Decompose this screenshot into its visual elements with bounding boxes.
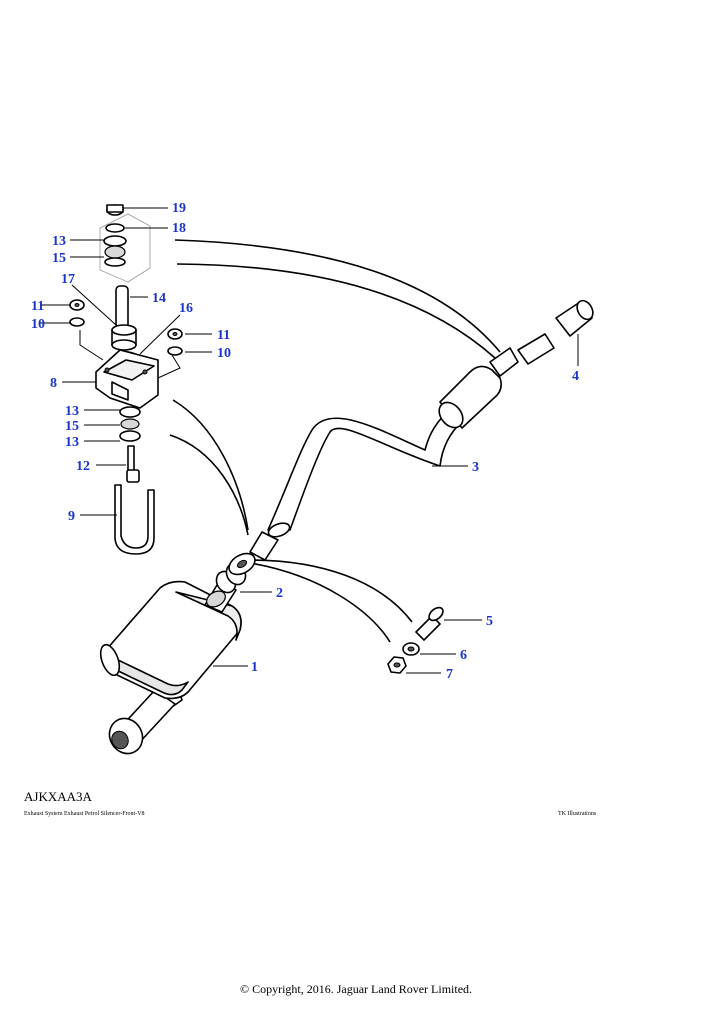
callout-10-left: 10 xyxy=(31,317,45,332)
callout-11-left: 11 xyxy=(31,299,44,314)
nut-right xyxy=(167,328,183,340)
callout-15-top: 15 xyxy=(52,251,66,266)
callout-5: 5 xyxy=(486,614,493,629)
callout-13-top: 13 xyxy=(52,234,66,249)
washer-left xyxy=(69,317,85,327)
flange-washer xyxy=(402,642,420,656)
callout-4: 4 xyxy=(572,369,579,384)
mounting-bolt xyxy=(126,445,140,483)
callout-18: 18 xyxy=(172,221,186,236)
callout-2: 2 xyxy=(276,586,283,601)
mounting-stud xyxy=(115,285,129,329)
mounting-bracket xyxy=(95,349,159,409)
flange-nut xyxy=(387,656,407,674)
callout-13-low: 13 xyxy=(65,435,79,450)
flange-gasket xyxy=(215,552,256,594)
diagram-reference-code: AJKXAA3A xyxy=(24,789,92,804)
callout-9: 9 xyxy=(68,509,75,524)
callout-12: 12 xyxy=(76,459,90,474)
u-bolt xyxy=(114,484,155,555)
illustration-credit: TK Illustrations xyxy=(558,811,597,817)
callout-10-right: 10 xyxy=(217,346,231,361)
callout-1: 1 xyxy=(251,660,258,675)
callout-7: 7 xyxy=(446,667,453,682)
diagram-caption: Exhaust System Exhaust Petrol Silencer-F… xyxy=(24,811,145,817)
lower-mounting-stack xyxy=(119,406,141,442)
copyright-notice: © Copyright, 2016. Jaguar Land Rover Lim… xyxy=(239,982,473,996)
flange-bolt xyxy=(415,606,444,641)
callout-11-right: 11 xyxy=(217,328,230,343)
callout-6: 6 xyxy=(460,648,467,663)
leader-lines xyxy=(40,207,579,674)
callout-14: 14 xyxy=(152,291,166,306)
callout-19: 19 xyxy=(172,201,186,216)
callout-16: 16 xyxy=(179,301,193,316)
callout-13-mid: 13 xyxy=(65,404,79,419)
intermediate-pipe xyxy=(249,347,519,561)
nut-left xyxy=(69,299,85,311)
upper-mounting-stack xyxy=(99,204,151,283)
washer-right xyxy=(167,346,183,356)
callout-17: 17 xyxy=(61,272,75,287)
rubber-isolator xyxy=(111,324,137,351)
callout-8: 8 xyxy=(50,376,57,391)
front-silencer xyxy=(99,579,242,755)
callout-15-low: 15 xyxy=(65,419,79,434)
callout-3: 3 xyxy=(472,460,479,475)
tail-pipe-section xyxy=(517,299,594,365)
